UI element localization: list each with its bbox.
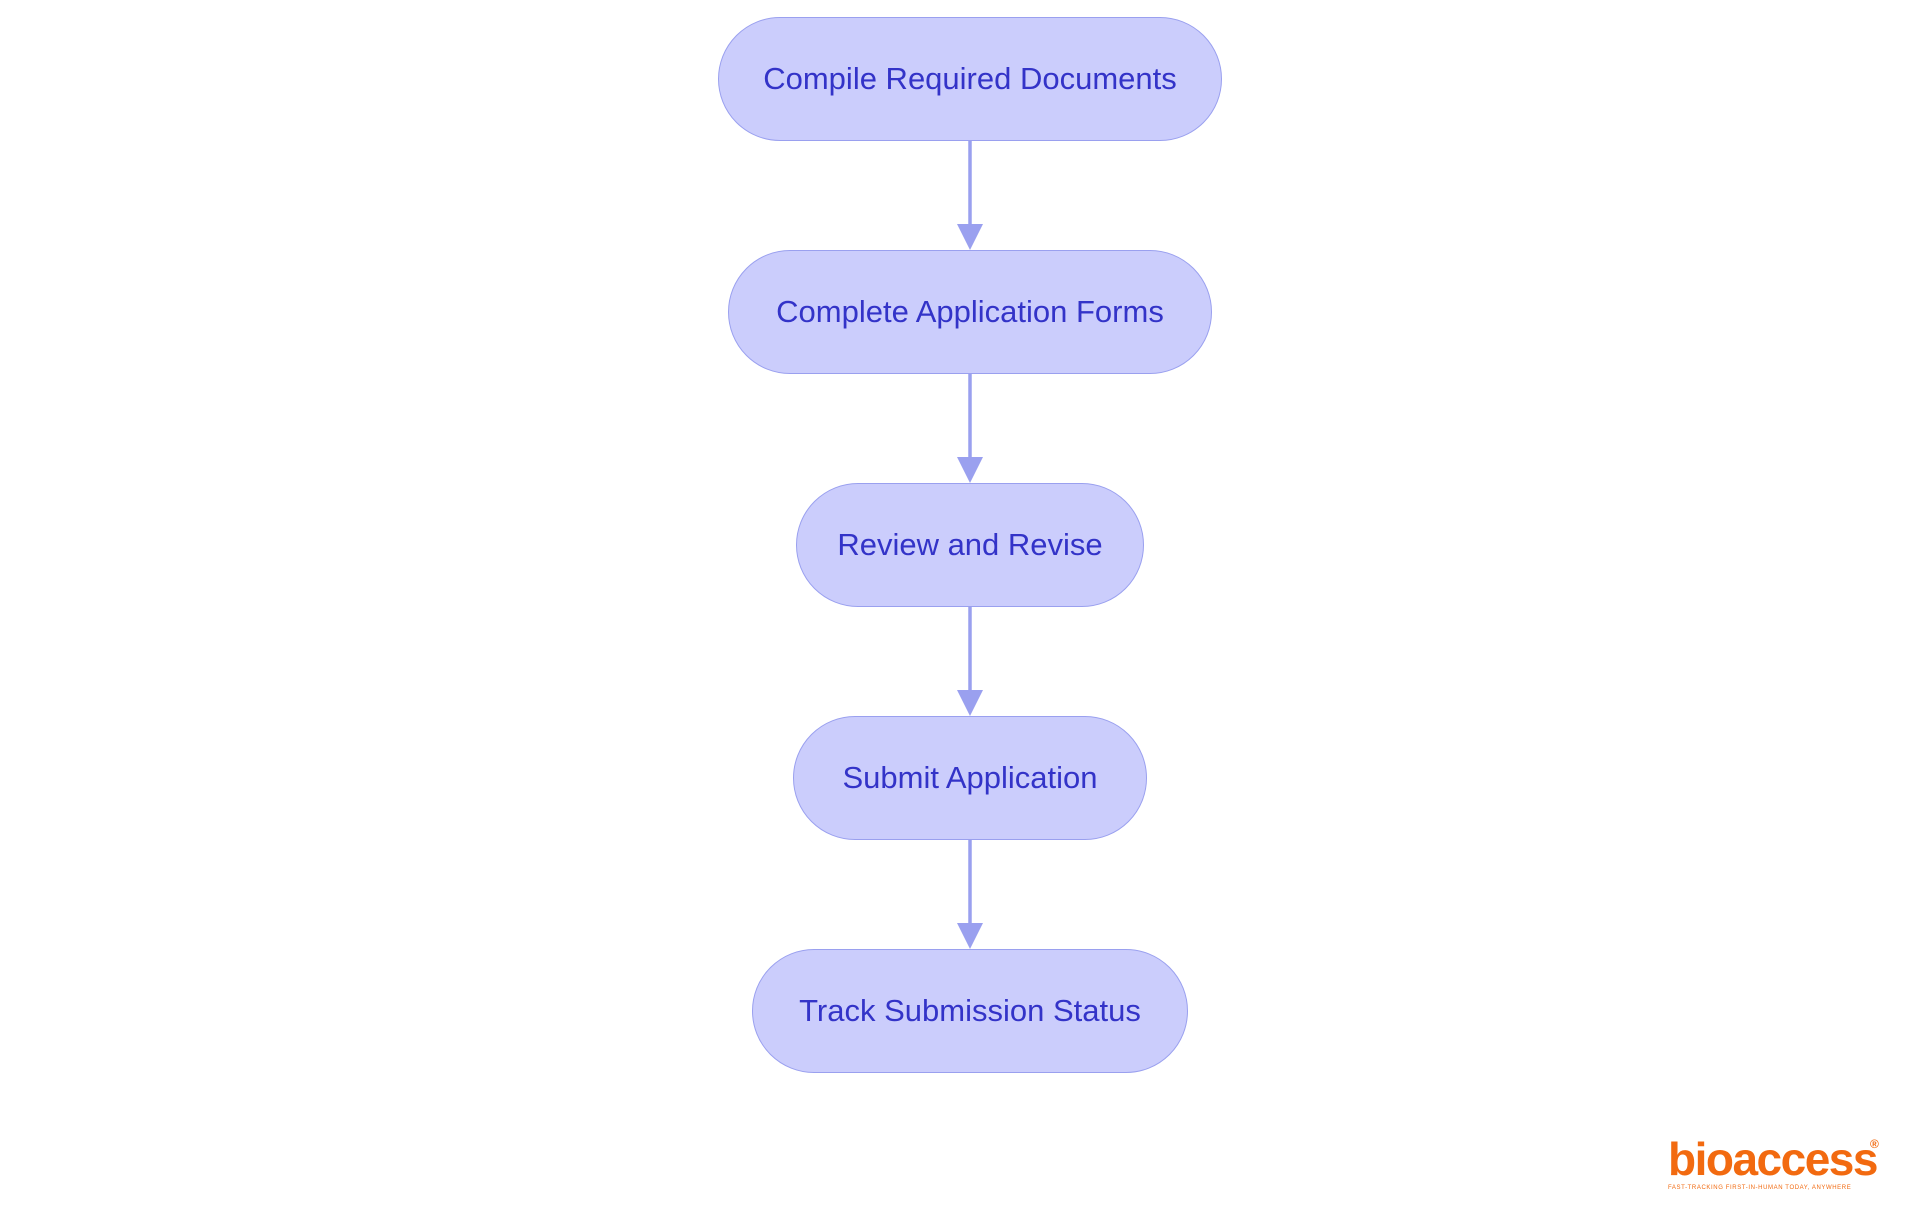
step-node-review-revise: Review and Revise [796, 483, 1144, 607]
registered-mark: ® [1870, 1137, 1879, 1151]
step-node-compile-documents: Compile Required Documents [718, 17, 1222, 141]
arrowhead-icon [957, 457, 983, 483]
step-label: Complete Application Forms [776, 294, 1164, 329]
logo-wordmark: bioaccess [1668, 1133, 1878, 1185]
step-label: Submit Application [842, 760, 1098, 795]
step-node-track-status: Track Submission Status [752, 949, 1188, 1073]
step-label: Review and Revise [837, 527, 1103, 562]
bioaccess-logo: bioaccess ® FAST-TRACKING FIRST-IN-HUMAN… [1668, 1135, 1888, 1195]
arrowhead-icon [957, 224, 983, 250]
arrowhead-icon [957, 690, 983, 716]
step-label: Track Submission Status [799, 993, 1141, 1028]
step-label: Compile Required Documents [763, 61, 1177, 96]
step-node-submit-application: Submit Application [793, 716, 1147, 840]
step-node-complete-forms: Complete Application Forms [728, 250, 1212, 374]
logo-tagline: FAST-TRACKING FIRST-IN-HUMAN TODAY, ANYW… [1668, 1185, 1852, 1191]
arrowhead-icon [957, 923, 983, 949]
